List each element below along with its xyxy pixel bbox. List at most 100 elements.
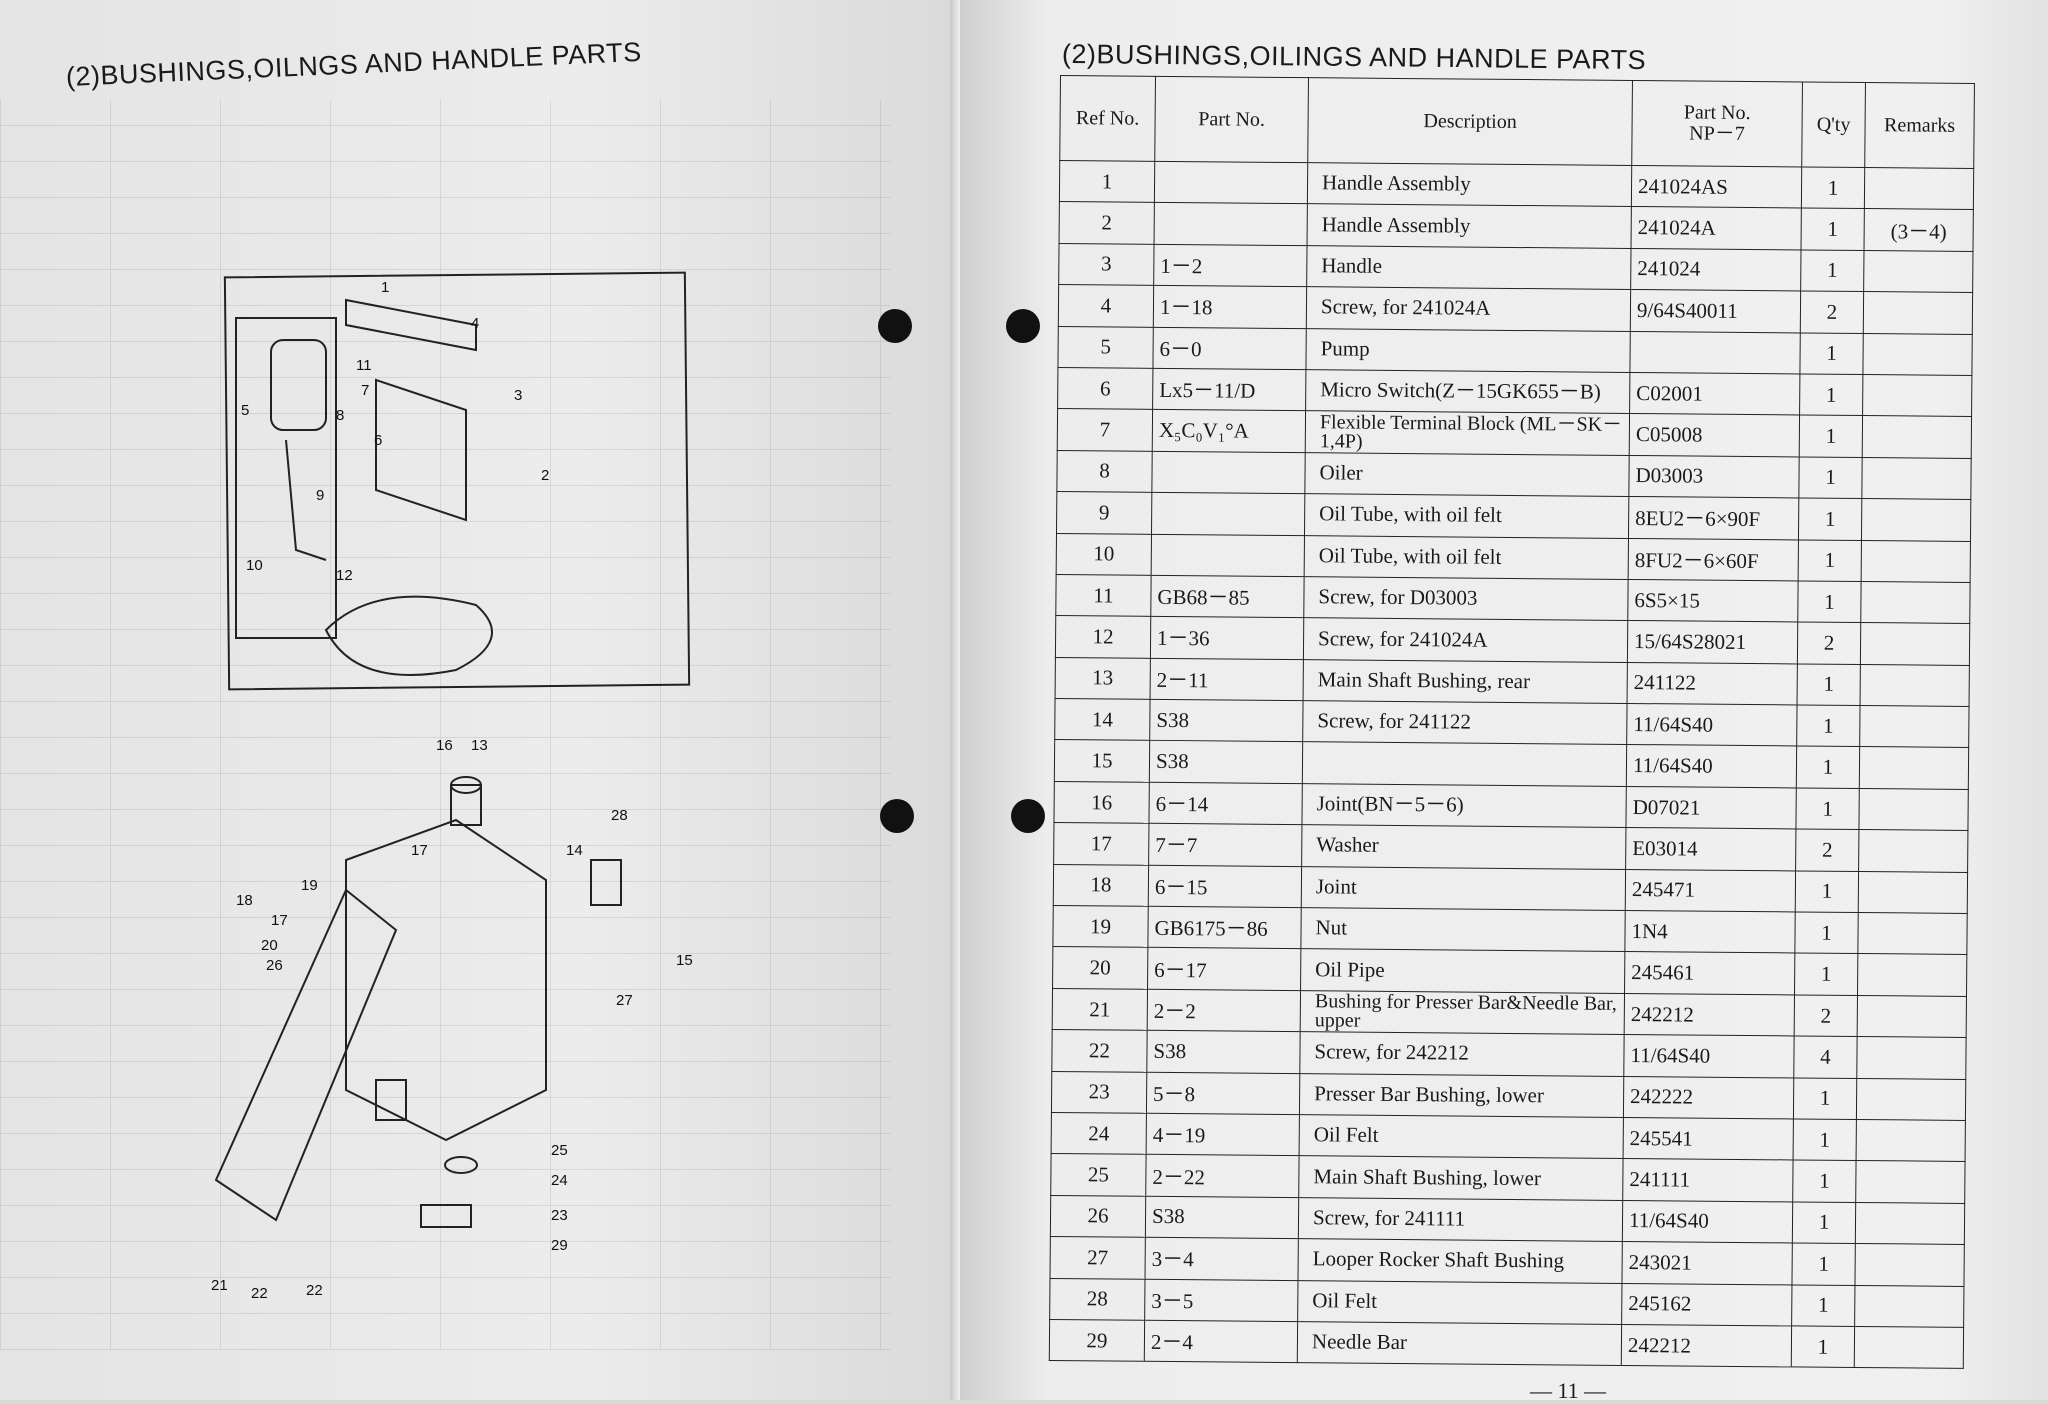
- description-cell: Joint(BN－5－6): [1301, 783, 1627, 828]
- ref-no-cell: 23: [1051, 1071, 1147, 1114]
- np7-part-no-cell: E03014: [1625, 827, 1796, 871]
- part-no-cell: 2－2: [1147, 989, 1301, 1032]
- qty-cell: 2: [1794, 994, 1858, 1037]
- table-header-row: Ref No. Part No. Description Part No.NP－…: [1059, 75, 1975, 169]
- description-cell: Handle: [1306, 245, 1632, 290]
- remarks-cell: [1863, 291, 1973, 335]
- remarks-cell: [1854, 1243, 1965, 1286]
- page-number: — 11 —: [1530, 1378, 1607, 1403]
- oil-felt-28: [590, 859, 622, 906]
- remarks-cell: [1857, 912, 1968, 955]
- remarks-cell: [1854, 1285, 1964, 1328]
- qty-cell: 1: [1801, 166, 1865, 209]
- callout-label: 4: [471, 315, 479, 332]
- callout-label: 19: [301, 877, 318, 894]
- description-cell: Needle Bar: [1297, 1321, 1622, 1366]
- part-no-cell: 1－18: [1153, 285, 1307, 329]
- callout-label: 16: [436, 737, 453, 754]
- binding-hole: [878, 309, 912, 343]
- part-no-cell: Lx5－11/D: [1152, 368, 1306, 411]
- part-no-cell: [1151, 533, 1305, 577]
- part-no-cell: [1151, 492, 1305, 536]
- ref-no-cell: 11: [1055, 574, 1152, 617]
- description-cell: Oiler: [1304, 452, 1630, 497]
- oiler-subframe: [235, 317, 337, 639]
- np7-part-no-cell: 245541: [1623, 1117, 1794, 1161]
- callout-label: 25: [551, 1142, 568, 1159]
- description-cell: Oil Felt: [1297, 1280, 1622, 1325]
- qty-cell: 1: [1796, 746, 1860, 789]
- callout-label: 1: [381, 279, 389, 296]
- left-page-title: (2)BUSHINGS,OILNGS AND HANDLE PARTS: [65, 36, 643, 92]
- remarks-cell: [1854, 1326, 1964, 1369]
- ref-no-cell: 24: [1051, 1112, 1147, 1155]
- ref-no-cell: 3: [1058, 243, 1155, 286]
- part-no-cell: 2－4: [1144, 1320, 1298, 1363]
- part-no-cell: 1－2: [1153, 244, 1308, 287]
- ref-no-cell: 17: [1053, 822, 1149, 865]
- ref-no-cell: 20: [1052, 946, 1148, 990]
- qty-cell: 1: [1794, 911, 1859, 954]
- remarks-cell: [1860, 622, 1970, 666]
- np7-part-no-cell: 9/64S40011: [1630, 289, 1801, 333]
- ref-no-cell: 26: [1050, 1195, 1146, 1238]
- remarks-cell: [1862, 374, 1972, 417]
- qty-cell: 1: [1796, 705, 1861, 747]
- qty-cell: 1: [1793, 1077, 1857, 1120]
- qty-cell: 1: [1798, 456, 1863, 499]
- part-no-cell: 7－7: [1148, 823, 1302, 867]
- callout-label: 21: [211, 1277, 228, 1294]
- np7-part-no-cell: 11/64S40: [1622, 1200, 1793, 1244]
- callout-label: 7: [361, 382, 369, 399]
- remarks-cell: [1857, 953, 1967, 997]
- ref-no-cell: 13: [1055, 657, 1151, 700]
- np7-part-no-cell: C05008: [1629, 413, 1800, 457]
- description-cell: Flexible Terminal Block (ML－SK－1,4P): [1305, 410, 1630, 456]
- remarks-cell: [1858, 871, 1968, 914]
- ref-no-cell: 27: [1050, 1236, 1146, 1279]
- bushing-lower: [375, 1079, 407, 1121]
- parts-table: Ref No. Part No. Description Part No.NP－…: [1049, 75, 1975, 1369]
- np7-part-no-cell: 1N4: [1624, 910, 1796, 954]
- ref-no-cell: 16: [1053, 781, 1150, 824]
- part-no-cell: [1154, 202, 1308, 246]
- np7-part-no-cell: 8EU2－6×90F: [1628, 496, 1799, 540]
- np7-part-no-cell: D07021: [1625, 786, 1797, 830]
- qty-cell: 1: [1797, 580, 1862, 623]
- description-cell: Oil Tube, with oil felt: [1304, 493, 1629, 538]
- ref-no-cell: 25: [1050, 1153, 1147, 1197]
- np7-part-no-cell: 241024AS: [1631, 165, 1802, 209]
- ref-no-cell: 29: [1049, 1319, 1145, 1362]
- np7-part-no-cell: 243021: [1621, 1241, 1793, 1285]
- description-cell: Nut: [1300, 907, 1626, 952]
- ref-no-cell: 10: [1056, 533, 1152, 576]
- qty-cell: 1: [1791, 1243, 1856, 1286]
- part-no-cell: 2－11: [1150, 657, 1304, 701]
- callout-label: 8: [336, 407, 344, 424]
- part-no-cell: [1151, 451, 1306, 494]
- part-no-cell: 2－22: [1145, 1154, 1300, 1198]
- ref-no-cell: 28: [1049, 1278, 1145, 1321]
- part-no-cell: [1154, 161, 1308, 205]
- np7-part-no-cell: [1629, 331, 1801, 374]
- header-part-no: Part No.: [1154, 76, 1309, 163]
- part-no-cell: GB6175－86: [1147, 906, 1302, 950]
- qty-cell: 1: [1794, 953, 1858, 996]
- right-page-title: (2)BUSHINGS,OILINGS AND HANDLE PARTS: [1061, 38, 1647, 76]
- callout-label: 15: [676, 952, 693, 969]
- remarks-cell: [1856, 1078, 1966, 1121]
- ref-no-cell: 21: [1052, 988, 1148, 1031]
- np7-part-no-cell: 242212: [1624, 993, 1795, 1037]
- part-no-cell: GB68－85: [1150, 575, 1305, 618]
- ref-no-cell: 15: [1054, 739, 1150, 783]
- np7-part-no-cell: 241122: [1627, 662, 1798, 706]
- remarks-cell: [1861, 457, 1972, 500]
- remarks-cell: [1858, 829, 1968, 873]
- description-cell: Bushing for Presser Bar&Needle Bar, uppe…: [1300, 990, 1625, 1035]
- qty-cell: 4: [1793, 1036, 1858, 1079]
- bushing-rear-body: [450, 784, 482, 826]
- ref-no-cell: 7: [1057, 408, 1153, 452]
- binding-hole: [1011, 799, 1045, 833]
- description-cell: Screw, for 242212: [1299, 1031, 1625, 1077]
